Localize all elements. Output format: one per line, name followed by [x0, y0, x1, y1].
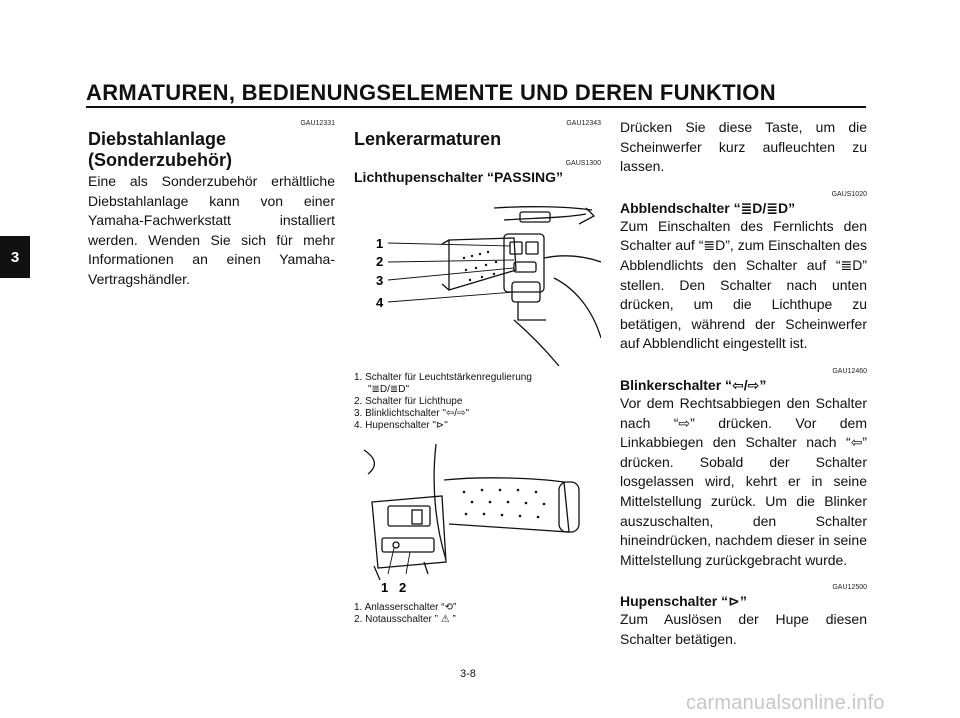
- watermark: carmanualsonline.info: [686, 692, 885, 714]
- caption-line: 1. Schalter für Leuchtstärkenregulierung: [354, 372, 532, 383]
- caption-line: 3. Blinklichtschalter "⇦/⇨": [354, 408, 470, 419]
- callout-1: 1: [381, 580, 388, 595]
- caption-line: "≣D/≣D": [368, 384, 410, 395]
- subsection-title: Abblendschalter “≣D/≣D”: [620, 199, 796, 216]
- callout-4: 4: [376, 295, 384, 310]
- handlebar-switch-figure: 1 2 3 4: [376, 206, 601, 366]
- subsection-body: Zum Einschalten des Fernlichts den Schal…: [620, 217, 867, 352]
- section-title: Diebstahlanlage (Sonderzubehör): [88, 129, 335, 171]
- caption-line: 1. Anlasserschalter “⟲”: [354, 602, 457, 613]
- intro-text: Drücken Sie diese Taste, um die Scheinwe…: [620, 119, 867, 175]
- chapter-tab: 3: [0, 236, 30, 278]
- subsection-code: GAUS1300: [565, 160, 601, 167]
- page-header: ARMATUREN, BEDIENUNGSELEMENTE UND DEREN …: [86, 80, 776, 105]
- subsection-code: GAU12460: [832, 367, 867, 375]
- caption-line: 2. Schalter für Lichthupe: [354, 396, 463, 407]
- section-code: GAU12331: [300, 120, 335, 127]
- caption-line: 4. Hupenschalter "⊳": [354, 420, 448, 431]
- callout-2: 2: [376, 254, 383, 269]
- caption-line: 2. Notausschalter ” ⚠ ”: [354, 614, 456, 625]
- section-title-line2: (Sonderzubehör): [88, 150, 232, 170]
- figure1-caption: 1. Schalter für Leuchtstärkenregulierung…: [354, 372, 601, 432]
- right-column: Drücken Sie diese Taste, um die Scheinwe…: [620, 118, 867, 649]
- header-rule: [86, 106, 866, 108]
- page-number: 3-8: [460, 668, 476, 680]
- subsection-title: Hupenschalter “⊳”: [620, 593, 747, 610]
- callout-3: 3: [376, 273, 383, 288]
- section-body: Eine als Sonderzubehör erhältliche Diebs…: [88, 173, 335, 287]
- section-title-line1: Diebstahlanlage: [88, 129, 227, 149]
- subsection-body: Zum Auslösen der Hupe diesen Schalter be…: [620, 611, 867, 647]
- subsection-title: Blinkerschalter “⇦/⇨”: [620, 376, 767, 393]
- section-title: Lenkerarmaturen: [354, 129, 502, 149]
- middle-column: GAU12343 Lenkerarmaturen GAUS1300 Lichth…: [354, 120, 601, 186]
- left-column: GAU12331 Diebstahlanlage (Sonderzubehör)…: [88, 120, 335, 290]
- start-switch-figure: 1 2: [363, 443, 580, 595]
- section-code: GAU12343: [566, 120, 601, 127]
- figure2-caption: 1. Anlasserschalter “⟲” 2. Notausschalte…: [354, 602, 601, 626]
- subsection-code: GAUS1020: [831, 190, 867, 198]
- subsection-body: Vor dem Rechtsabbiegen den Schalter nach…: [620, 394, 867, 568]
- subsection-title: Lichthupenschalter “PASSING”: [354, 169, 563, 185]
- callout-1: 1: [376, 236, 383, 251]
- callout-2: 2: [399, 580, 406, 595]
- subsection-code: GAU12500: [832, 584, 867, 592]
